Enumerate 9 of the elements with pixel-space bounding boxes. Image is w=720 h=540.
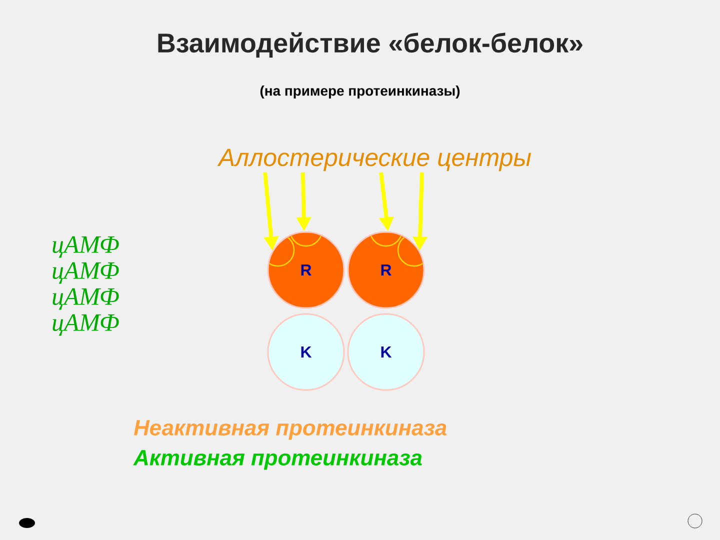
caption: Неактивная протеинкиназа [134,420,446,440]
camp-label: цАМФ [52,262,119,284]
heading: Аллостерические центры [217,148,532,172]
subtitle: (на примере протеинкиназы) [260,86,460,98]
title: Взаимодействие «белок-белок» [158,32,582,58]
caption: Активная протеинкиназа [133,450,422,470]
camp-label: цАМФ [52,288,119,310]
camp-label: цАМФ [52,236,119,258]
camp-label: цАМФ [52,314,119,336]
